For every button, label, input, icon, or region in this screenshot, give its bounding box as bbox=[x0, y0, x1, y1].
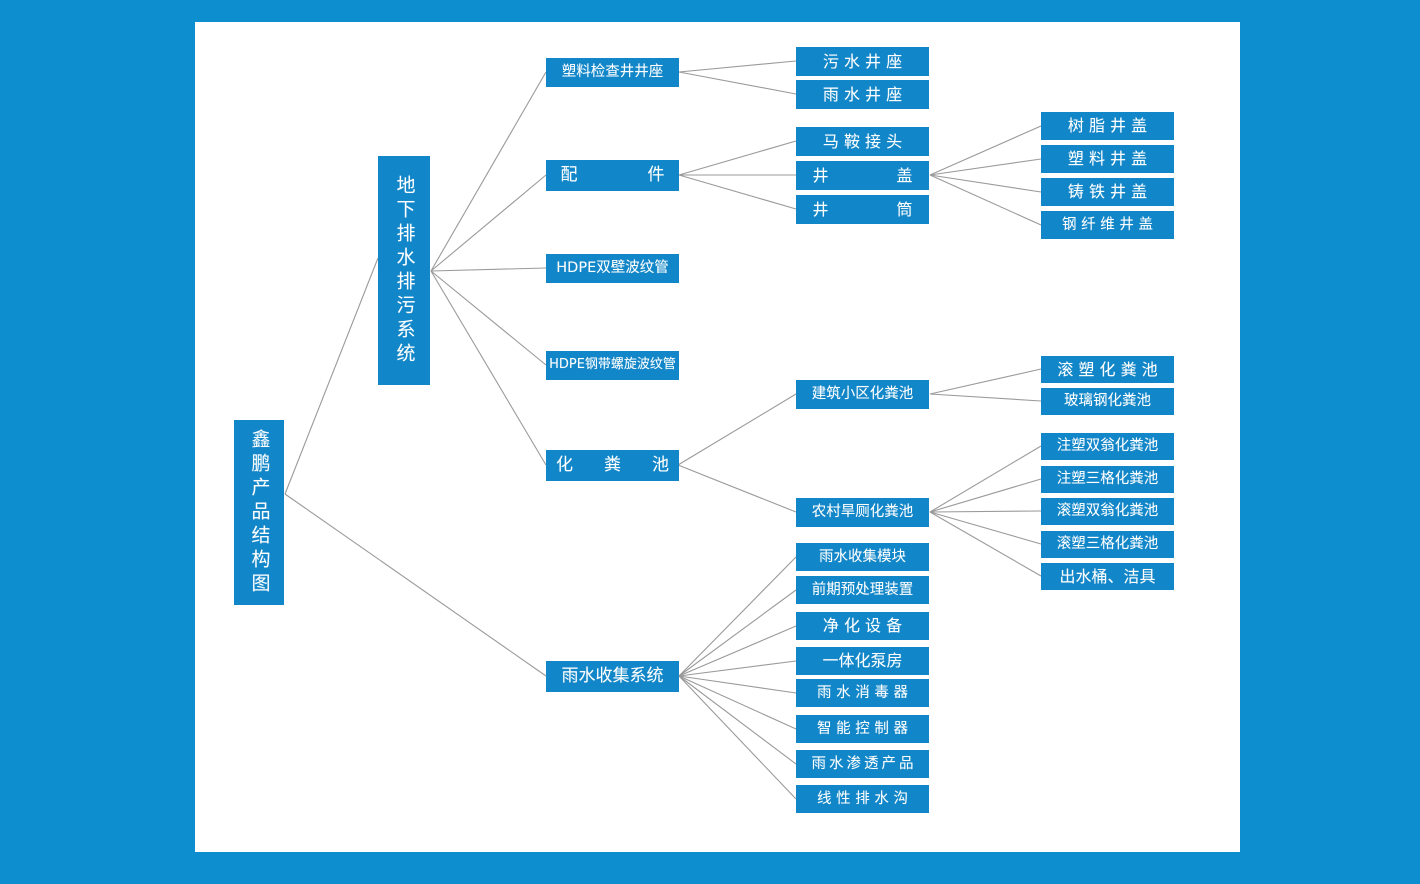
node-septic-tank[interactable]: 化 粪 池 bbox=[546, 450, 679, 481]
node-rural-dry-toilet-septic-tank[interactable]: 农村旱厕化粪池 bbox=[796, 498, 929, 527]
node-purification-equipment[interactable]: 净 化 设 备 bbox=[796, 612, 929, 640]
node-rotomolded-septic-tank[interactable]: 滚 塑 化 粪 池 bbox=[1041, 356, 1174, 383]
node-rainwater-well-base[interactable]: 雨 水 井 座 bbox=[796, 80, 929, 109]
node-resin-manhole-cover[interactable]: 树 脂 井 盖 bbox=[1041, 112, 1174, 140]
node-cast-iron-manhole-cover[interactable]: 铸 铁 井 盖 bbox=[1041, 178, 1174, 206]
node-linear-drainage-channel[interactable]: 线 性 排 水 沟 bbox=[796, 785, 929, 813]
node-plastic-manhole-cover[interactable]: 塑 料 井 盖 bbox=[1041, 145, 1174, 173]
node-residential-community-septic-tank[interactable]: 建筑小区化粪池 bbox=[796, 380, 929, 409]
node-rainwater-collection-system[interactable]: 雨水收集系统 bbox=[546, 661, 679, 692]
node-hdpe-double-wall-corrugated-pipe[interactable]: HDPE双壁波纹管 bbox=[546, 254, 679, 283]
node-well-shaft[interactable]: 井 筒 bbox=[796, 195, 929, 224]
node-frp-septic-tank[interactable]: 玻璃钢化粪池 bbox=[1041, 388, 1174, 415]
node-injection-molded-double-urn-septic-tank[interactable]: 注塑双翁化粪池 bbox=[1041, 433, 1174, 460]
node-steel-fiber-manhole-cover[interactable]: 钢 纤 维 井 盖 bbox=[1041, 211, 1174, 239]
node-pre-treatment-device[interactable]: 前期预处理装置 bbox=[796, 576, 929, 604]
node-injection-molded-three-compartment-septic-tank[interactable]: 注塑三格化粪池 bbox=[1041, 466, 1174, 493]
node-rainwater-collection-module[interactable]: 雨水收集模块 bbox=[796, 543, 929, 571]
node-manhole-cover[interactable]: 井 盖 bbox=[796, 161, 929, 190]
node-saddle-connector[interactable]: 马 鞍 接 头 bbox=[796, 127, 929, 156]
node-intelligent-controller[interactable]: 智 能 控 制 器 bbox=[796, 715, 929, 743]
node-rainwater-disinfector[interactable]: 雨 水 消 毒 器 bbox=[796, 679, 929, 707]
node-hdpe-steel-belt-spiral-corrugated-pipe[interactable]: HDPE钢带螺旋波纹管 bbox=[546, 351, 679, 380]
node-sewage-well-base[interactable]: 污 水 井 座 bbox=[796, 47, 929, 76]
node-rotomolded-three-compartment-septic-tank[interactable]: 滚塑三格化粪池 bbox=[1041, 531, 1174, 558]
node-fittings[interactable]: 配 件 bbox=[546, 160, 679, 191]
node-rotomolded-double-urn-septic-tank[interactable]: 滚塑双翁化粪池 bbox=[1041, 498, 1174, 525]
node-underground-drainage-system[interactable]: 地下排水排污系统 bbox=[378, 156, 430, 385]
node-outlet-bucket-and-sanitary-ware[interactable]: 出水桶、洁具 bbox=[1041, 563, 1174, 590]
node-root[interactable]: 鑫鹏产品结构图 bbox=[234, 420, 284, 605]
node-rainwater-infiltration-products[interactable]: 雨水渗透产品 bbox=[796, 750, 929, 778]
node-integrated-pump-house[interactable]: 一体化泵房 bbox=[796, 647, 929, 675]
node-plastic-inspection-well-base[interactable]: 塑料检查井井座 bbox=[546, 58, 679, 87]
